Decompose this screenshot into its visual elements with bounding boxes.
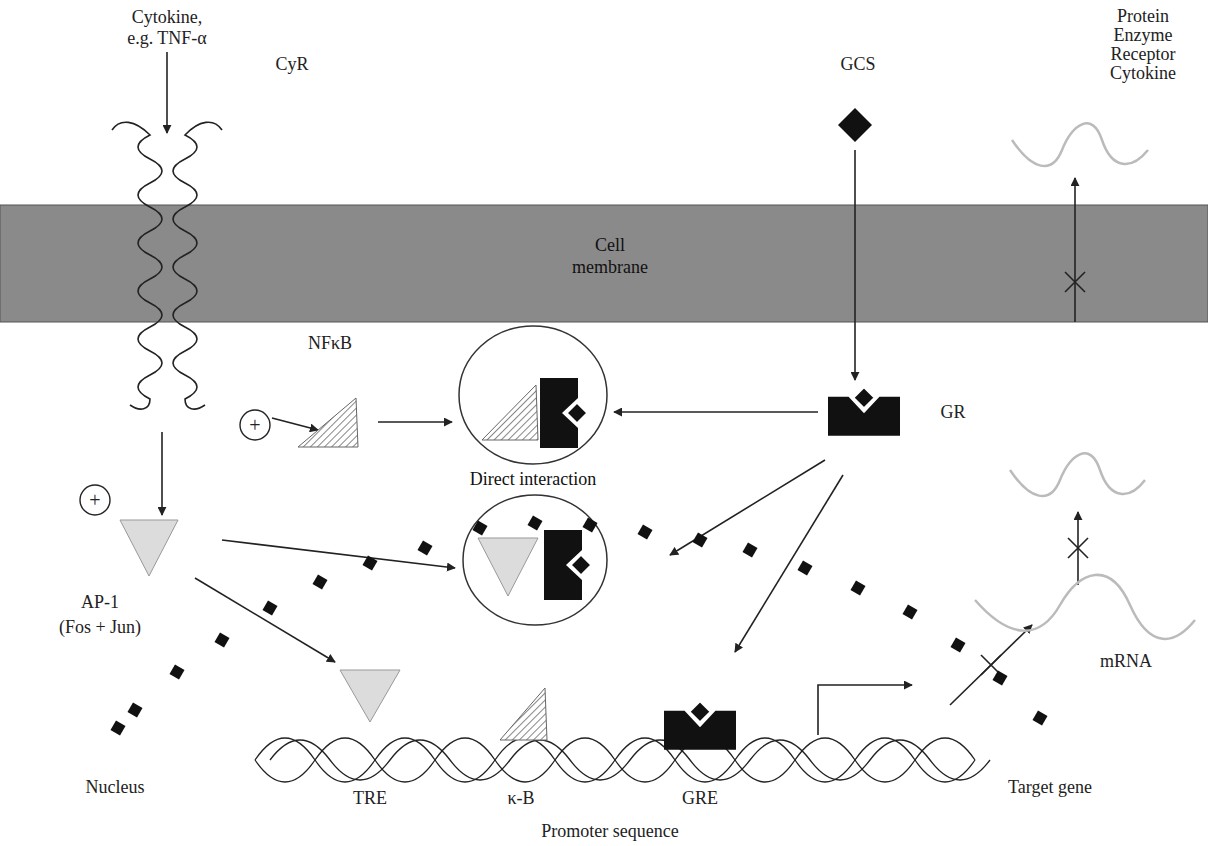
gr-shape bbox=[540, 378, 588, 448]
circle-outline bbox=[458, 325, 608, 465]
receptor-strands bbox=[112, 122, 222, 409]
caption-text: e.g. TNF-α bbox=[127, 28, 207, 50]
molecule-label: NFκB bbox=[308, 333, 352, 355]
interaction-circle: Direct interaction bbox=[458, 325, 608, 465]
product-label: Cytokine bbox=[1110, 63, 1176, 85]
molecule-label: GR bbox=[940, 402, 965, 424]
molecule-label: AP-1 bbox=[81, 592, 119, 614]
kb-triangle bbox=[500, 688, 547, 740]
nfkb-triangle bbox=[298, 398, 358, 447]
compartment-label: Nucleus bbox=[86, 777, 145, 799]
dna-strands bbox=[255, 738, 990, 782]
gcs-diamond bbox=[838, 108, 872, 142]
ap1-triangle bbox=[478, 538, 538, 596]
molecule-label: GCS bbox=[840, 54, 875, 76]
element-label: GRE bbox=[682, 788, 718, 810]
caption-text: Cytokine, bbox=[132, 7, 203, 29]
gene-label: Target gene bbox=[1008, 777, 1092, 799]
plus-circle bbox=[80, 485, 110, 515]
product-label: Protein bbox=[1117, 6, 1169, 28]
gr-shape bbox=[544, 530, 592, 600]
nuclear-membrane bbox=[110, 515, 1047, 735]
molecule-label: (Fos + Jun) bbox=[59, 617, 141, 639]
product-label: Enzyme bbox=[1114, 25, 1173, 47]
caption-text: Promoter sequence bbox=[541, 821, 678, 843]
mrna-waves bbox=[975, 123, 1195, 639]
ap1-triangle bbox=[120, 520, 178, 576]
interaction-circle bbox=[463, 495, 607, 625]
plus-sign: + bbox=[89, 488, 100, 512]
membrane-band: Cell membrane bbox=[0, 205, 1208, 322]
receptor-label: CyR bbox=[275, 54, 308, 76]
tre-triangle bbox=[340, 670, 400, 722]
element-label: TRE bbox=[353, 788, 387, 810]
nfkb-triangle bbox=[482, 385, 538, 440]
product-label: Receptor bbox=[1111, 44, 1176, 66]
gre-shape bbox=[664, 700, 736, 749]
mrna-label: mRNA bbox=[1100, 651, 1152, 673]
element-label: κ-B bbox=[507, 788, 534, 810]
circle-caption: Direct interaction bbox=[470, 469, 596, 491]
arrows bbox=[162, 52, 1088, 735]
membrane-label: Cell membrane bbox=[572, 235, 648, 278]
plus-circle bbox=[240, 410, 270, 440]
gr-shape bbox=[828, 386, 900, 435]
plus-sign: + bbox=[249, 413, 260, 437]
